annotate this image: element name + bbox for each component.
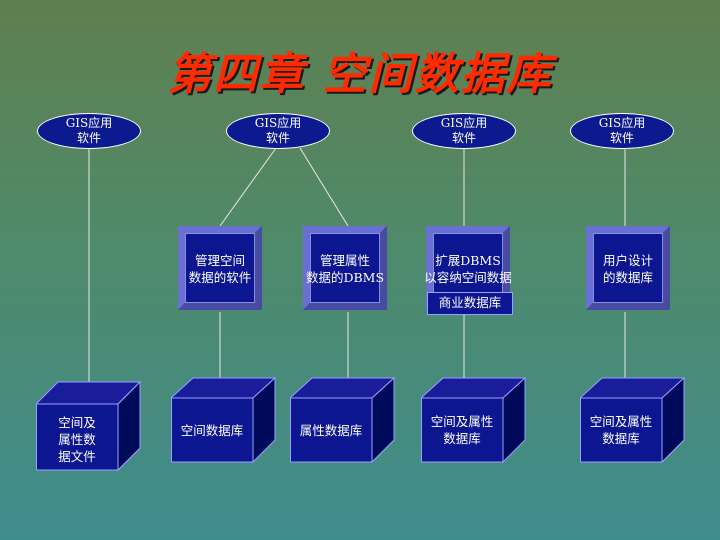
commercial-db-tag: 商业数据库 — [427, 292, 513, 315]
connector-line — [299, 147, 349, 227]
database-cube — [171, 376, 277, 464]
connector-line — [219, 147, 277, 227]
gis-app-node: GIS应用软件 — [570, 113, 674, 149]
database-label: 空间及属性数据文件 — [58, 415, 96, 464]
database-cube — [36, 380, 142, 472]
database-label: 空间及属性数据库 — [430, 414, 494, 446]
middleware-box — [586, 226, 670, 310]
middleware-box — [303, 226, 387, 310]
page-title: 第四章 空间数据库 — [167, 49, 553, 100]
gis-app-node: GIS应用软件 — [226, 113, 330, 149]
database-cube — [580, 376, 686, 464]
middleware-label: 用户设计的数据库 — [602, 253, 653, 285]
gis-app-node: GIS应用软件 — [412, 113, 516, 149]
middleware-label: 管理属性数据的DBMS — [305, 253, 385, 285]
database-label: 空间及属性数据库 — [589, 414, 653, 446]
database-label: 属性数据库 — [299, 423, 363, 438]
gis-app-node: GIS应用软件 — [37, 113, 141, 149]
database-label: 空间数据库 — [180, 423, 244, 438]
middleware-box — [178, 226, 262, 310]
database-cube — [290, 376, 396, 464]
database-cube — [421, 376, 527, 464]
middleware-label: 管理空间数据的软件 — [188, 253, 252, 285]
